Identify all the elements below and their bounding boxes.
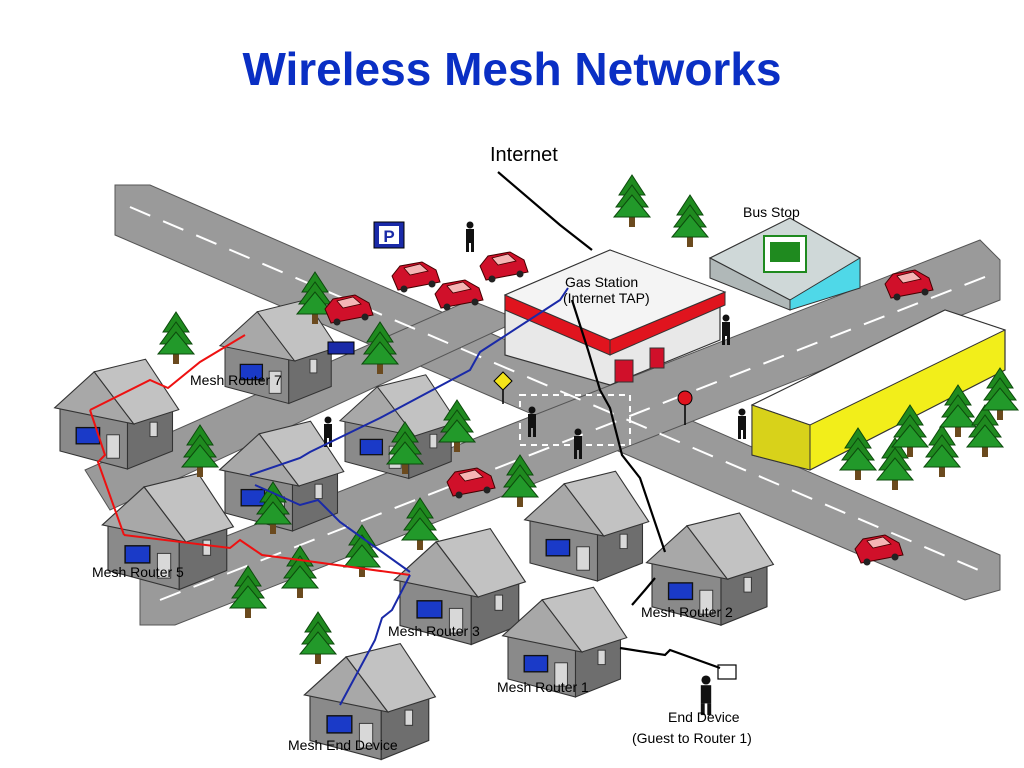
road-lower-diagonal <box>139 239 1001 626</box>
mesh-router-1-label: Mesh Router 1 <box>497 679 589 695</box>
blue-links <box>249 287 569 706</box>
bus-stop-label: Bus Stop <box>743 204 800 220</box>
internet-label: Internet <box>490 144 558 166</box>
bus <box>750 309 1007 471</box>
gas-station-label: Gas Station <box>565 274 638 290</box>
end-device-label: End Device <box>668 709 740 725</box>
mesh-router-5-label: Mesh Router 5 <box>92 564 184 580</box>
mesh-end-device-label: Mesh End Device <box>288 737 398 753</box>
mesh-router-2-label: Mesh Router 2 <box>641 604 733 620</box>
wireless-links <box>89 171 721 706</box>
page-title: Wireless Mesh Networks <box>242 43 782 95</box>
parking-sign: P <box>373 221 405 249</box>
end-device-note-label: (Guest to Router 1) <box>632 730 752 746</box>
mesh-router-3-label: Mesh Router 3 <box>388 623 480 639</box>
svg-text:P: P <box>383 227 394 246</box>
gas-station <box>503 249 727 386</box>
road-signs <box>327 341 737 680</box>
road-main-diagonal <box>114 184 1001 601</box>
red-links <box>89 334 411 576</box>
labels: Internet Bus Stop Gas Station (Internet … <box>92 144 800 753</box>
internet-tap-label: (Internet TAP) <box>563 290 650 306</box>
bus-stop-building <box>708 217 861 311</box>
mesh-router-7-label: Mesh Router 7 <box>190 372 282 388</box>
black-links <box>497 171 721 670</box>
